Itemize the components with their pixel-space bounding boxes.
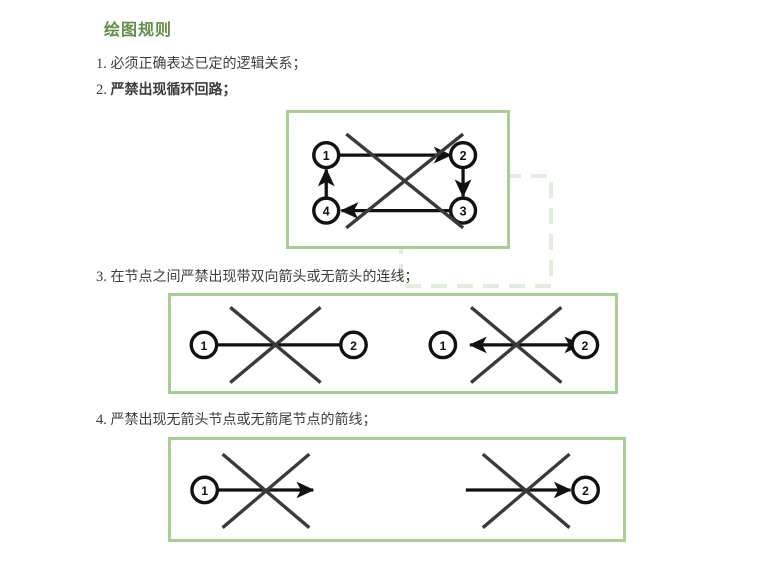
diagram-cycle-forbidden: 1 2 3 4 — [286, 110, 510, 249]
cycle-edges — [317, 146, 472, 220]
node-left-1: 1 — [189, 330, 219, 360]
rule-item-3: 3. 在节点之间严禁出现带双向箭头或无箭头的连线； — [96, 268, 419, 286]
node-right-2-label: 2 — [581, 339, 588, 353]
node-4: 4 — [312, 196, 341, 225]
rule-text-3: 在节点之间严禁出现带双向箭头或无箭头的连线； — [110, 268, 419, 284]
node-right-2: 2 — [570, 330, 600, 360]
rule-item-1: 1. 必须正确表达已定的逻辑关系； — [96, 55, 307, 73]
group-missing-tail-node: 2 — [465, 452, 600, 529]
rule-number-2: 2. — [96, 82, 107, 98]
group-double-arrowhead-link: 1 2 — [428, 305, 600, 384]
node-left-1-label: 1 — [201, 484, 208, 498]
rule-number-4: 4. — [96, 412, 107, 428]
node-right-2-label: 2 — [582, 484, 589, 498]
diagram-dangling-forbidden: 1 2 — [168, 437, 626, 542]
node-3: 3 — [448, 196, 478, 225]
page-title: 绘图规则 — [104, 22, 173, 39]
node-1-label: 1 — [323, 149, 330, 163]
forbidden-cross-icon — [345, 132, 465, 230]
forbidden-cross-icon-right — [481, 452, 571, 529]
node-2-label: 2 — [460, 149, 467, 163]
node-3-label: 3 — [460, 205, 467, 219]
group-missing-head-node: 1 — [190, 452, 315, 529]
node-left-1-label: 1 — [201, 339, 208, 353]
forbidden-cross-icon-left — [229, 305, 322, 384]
node-2: 2 — [448, 140, 478, 170]
node-left-1: 1 — [190, 475, 220, 505]
node-right-1-label: 1 — [439, 339, 446, 353]
cycle-nodes: 1 2 3 4 — [312, 140, 478, 225]
group-no-arrowhead-link: 1 2 — [189, 305, 368, 384]
rule-text-4: 严禁出现无箭头节点或无箭尾节点的箭线； — [110, 411, 377, 427]
forbidden-cross-icon-left — [221, 452, 311, 529]
node-1: 1 — [312, 140, 341, 170]
rule-text-2: 严禁出现循环回路； — [110, 81, 237, 97]
rule-number-1: 1. — [96, 56, 107, 72]
node-right-1: 1 — [428, 330, 458, 360]
node-4-label: 4 — [323, 205, 330, 219]
rule-number-3: 3. — [96, 269, 107, 285]
node-left-2-label: 2 — [350, 339, 357, 353]
rule-item-4: 4. 严禁出现无箭头节点或无箭尾节点的箭线； — [96, 411, 377, 429]
diagram-arrowless-forbidden: 1 2 1 2 — [168, 293, 618, 394]
forbidden-cross-icon-right — [469, 305, 563, 384]
rule-text-1: 必须正确表达已定的逻辑关系； — [110, 55, 307, 71]
rule-item-2: 2. 严禁出现循环回路； — [96, 81, 237, 99]
node-right-2: 2 — [571, 475, 600, 505]
node-left-2: 2 — [339, 330, 368, 360]
